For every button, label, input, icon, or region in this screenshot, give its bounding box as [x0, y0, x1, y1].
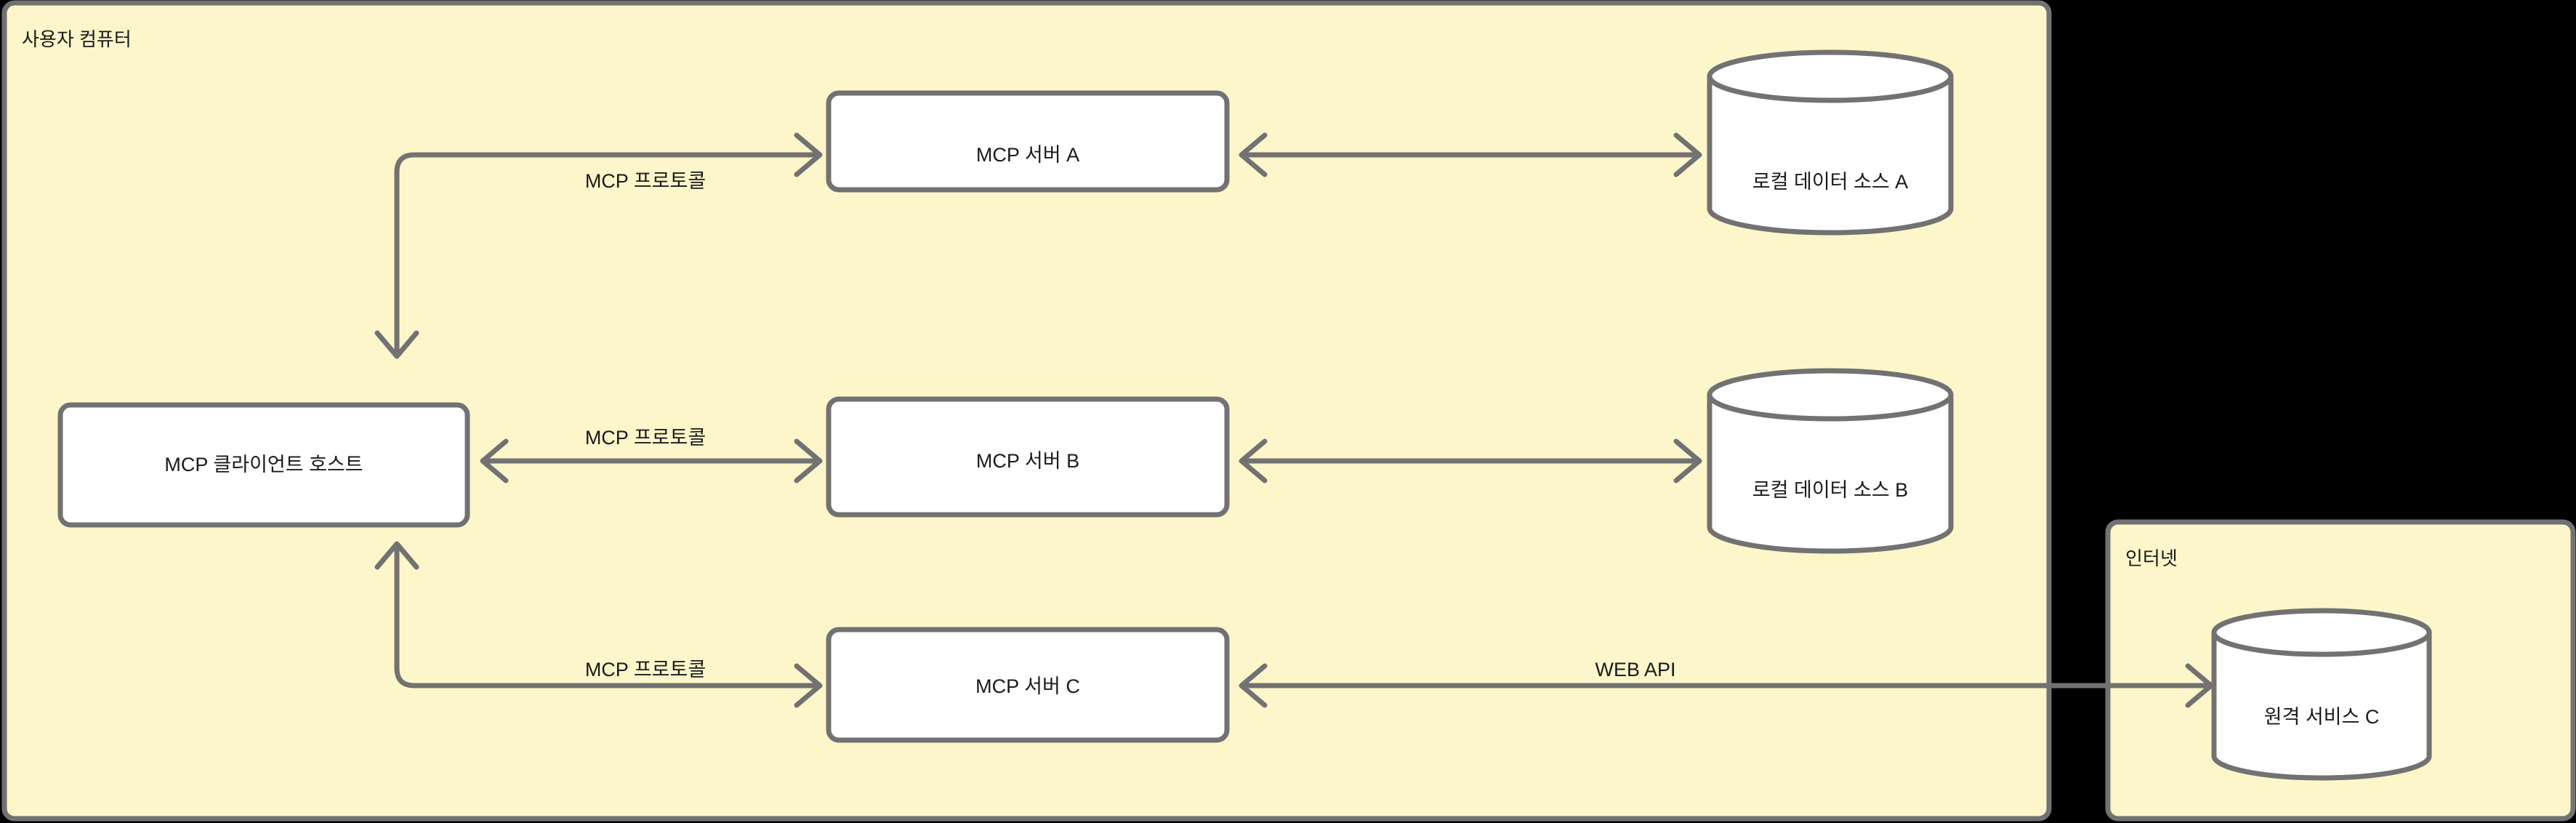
local-data-source-b-cylinder-body[interactable]	[1707, 392, 1954, 554]
edge-host-to-server-c: MCP 프로토콜	[374, 541, 823, 708]
edge-host-server-b-arrowhead-left	[480, 438, 509, 483]
edge-server-c-to-remote-c: WEB API	[1239, 659, 2214, 708]
edge-host-server-c-arrowhead-up	[374, 541, 419, 570]
mcp-client-host-label: MCP 클라이언트 호스트	[164, 454, 363, 475]
mcp-server-a-label: MCP 서버 A	[976, 144, 1079, 166]
local-data-source-a-cylinder-top	[1707, 49, 1954, 103]
edge-host-server-c-path	[394, 544, 820, 688]
node-local-data-source-a[interactable]: 로컬 데이터 소스 A	[1707, 49, 1954, 236]
edge-server-c-remote-c-arrowhead-left	[1239, 663, 1268, 708]
mcp-server-c-rect[interactable]	[826, 627, 1230, 743]
edge-host-server-a-arrowhead-down	[374, 330, 419, 359]
edge-label-mcp-protocol-b: MCP 프로토콜	[585, 427, 706, 449]
edge-host-server-c-arrowhead-right	[794, 663, 823, 708]
node-mcp-server-b[interactable]: MCP 서버 B	[826, 396, 1230, 518]
remote-service-c-cylinder-top	[2211, 608, 2432, 657]
local-data-source-b-label: 로컬 데이터 소스 B	[1752, 479, 1908, 501]
edge-label-mcp-protocol-c: MCP 프로토콜	[585, 659, 706, 681]
edge-host-server-b-arrowhead-right	[794, 438, 823, 483]
node-local-data-source-b[interactable]: 로컬 데이터 소스 B	[1707, 368, 1954, 554]
edge-host-server-a-path	[394, 152, 820, 356]
remote-service-c-cylinder-body[interactable]	[2211, 630, 2432, 781]
mcp-server-b-rect[interactable]	[826, 396, 1230, 518]
edge-server-b-source-b-arrowhead-right	[1673, 438, 1702, 483]
edge-server-c-remote-c-arrowhead-right	[2185, 663, 2214, 708]
edge-server-b-to-source-b	[1239, 438, 1702, 483]
mcp-server-b-label: MCP 서버 B	[976, 450, 1079, 472]
edge-host-to-server-b: MCP 프로토콜	[480, 427, 823, 483]
edge-server-a-to-source-a	[1239, 132, 1702, 177]
node-mcp-server-a[interactable]: MCP 서버 A	[826, 90, 1230, 193]
local-data-source-b-cylinder-top	[1707, 368, 1954, 422]
edge-label-mcp-protocol-a: MCP 프로토콜	[585, 170, 706, 192]
mcp-server-c-label: MCP 서버 C	[975, 675, 1080, 697]
mcp-server-a-rect[interactable]	[826, 90, 1230, 193]
edge-label-web-api: WEB API	[1595, 659, 1675, 681]
user-computer-panel-label: 사용자 컴퓨터	[22, 28, 132, 50]
node-mcp-server-c[interactable]: MCP 서버 C	[826, 627, 1230, 743]
remote-service-c-label: 원격 서비스 C	[2264, 706, 2380, 728]
edge-host-server-a-arrowhead-right	[794, 132, 823, 177]
local-data-source-a-label: 로컬 데이터 소스 A	[1752, 171, 1908, 193]
mcp-client-host-rect[interactable]	[57, 402, 470, 528]
node-remote-service-c[interactable]: 원격 서비스 C	[2211, 608, 2432, 781]
edge-server-a-source-a-arrowhead-right	[1673, 132, 1702, 177]
internet-panel-label: 인터넷	[2125, 547, 2178, 569]
edge-server-a-source-a-arrowhead-left	[1239, 132, 1268, 177]
edge-host-to-server-a: MCP 프로토콜	[374, 132, 823, 359]
edge-server-b-source-b-arrowhead-left	[1239, 438, 1268, 483]
local-data-source-a-cylinder-body[interactable]	[1707, 73, 1954, 236]
node-mcp-client-host[interactable]: MCP 클라이언트 호스트	[57, 402, 470, 528]
